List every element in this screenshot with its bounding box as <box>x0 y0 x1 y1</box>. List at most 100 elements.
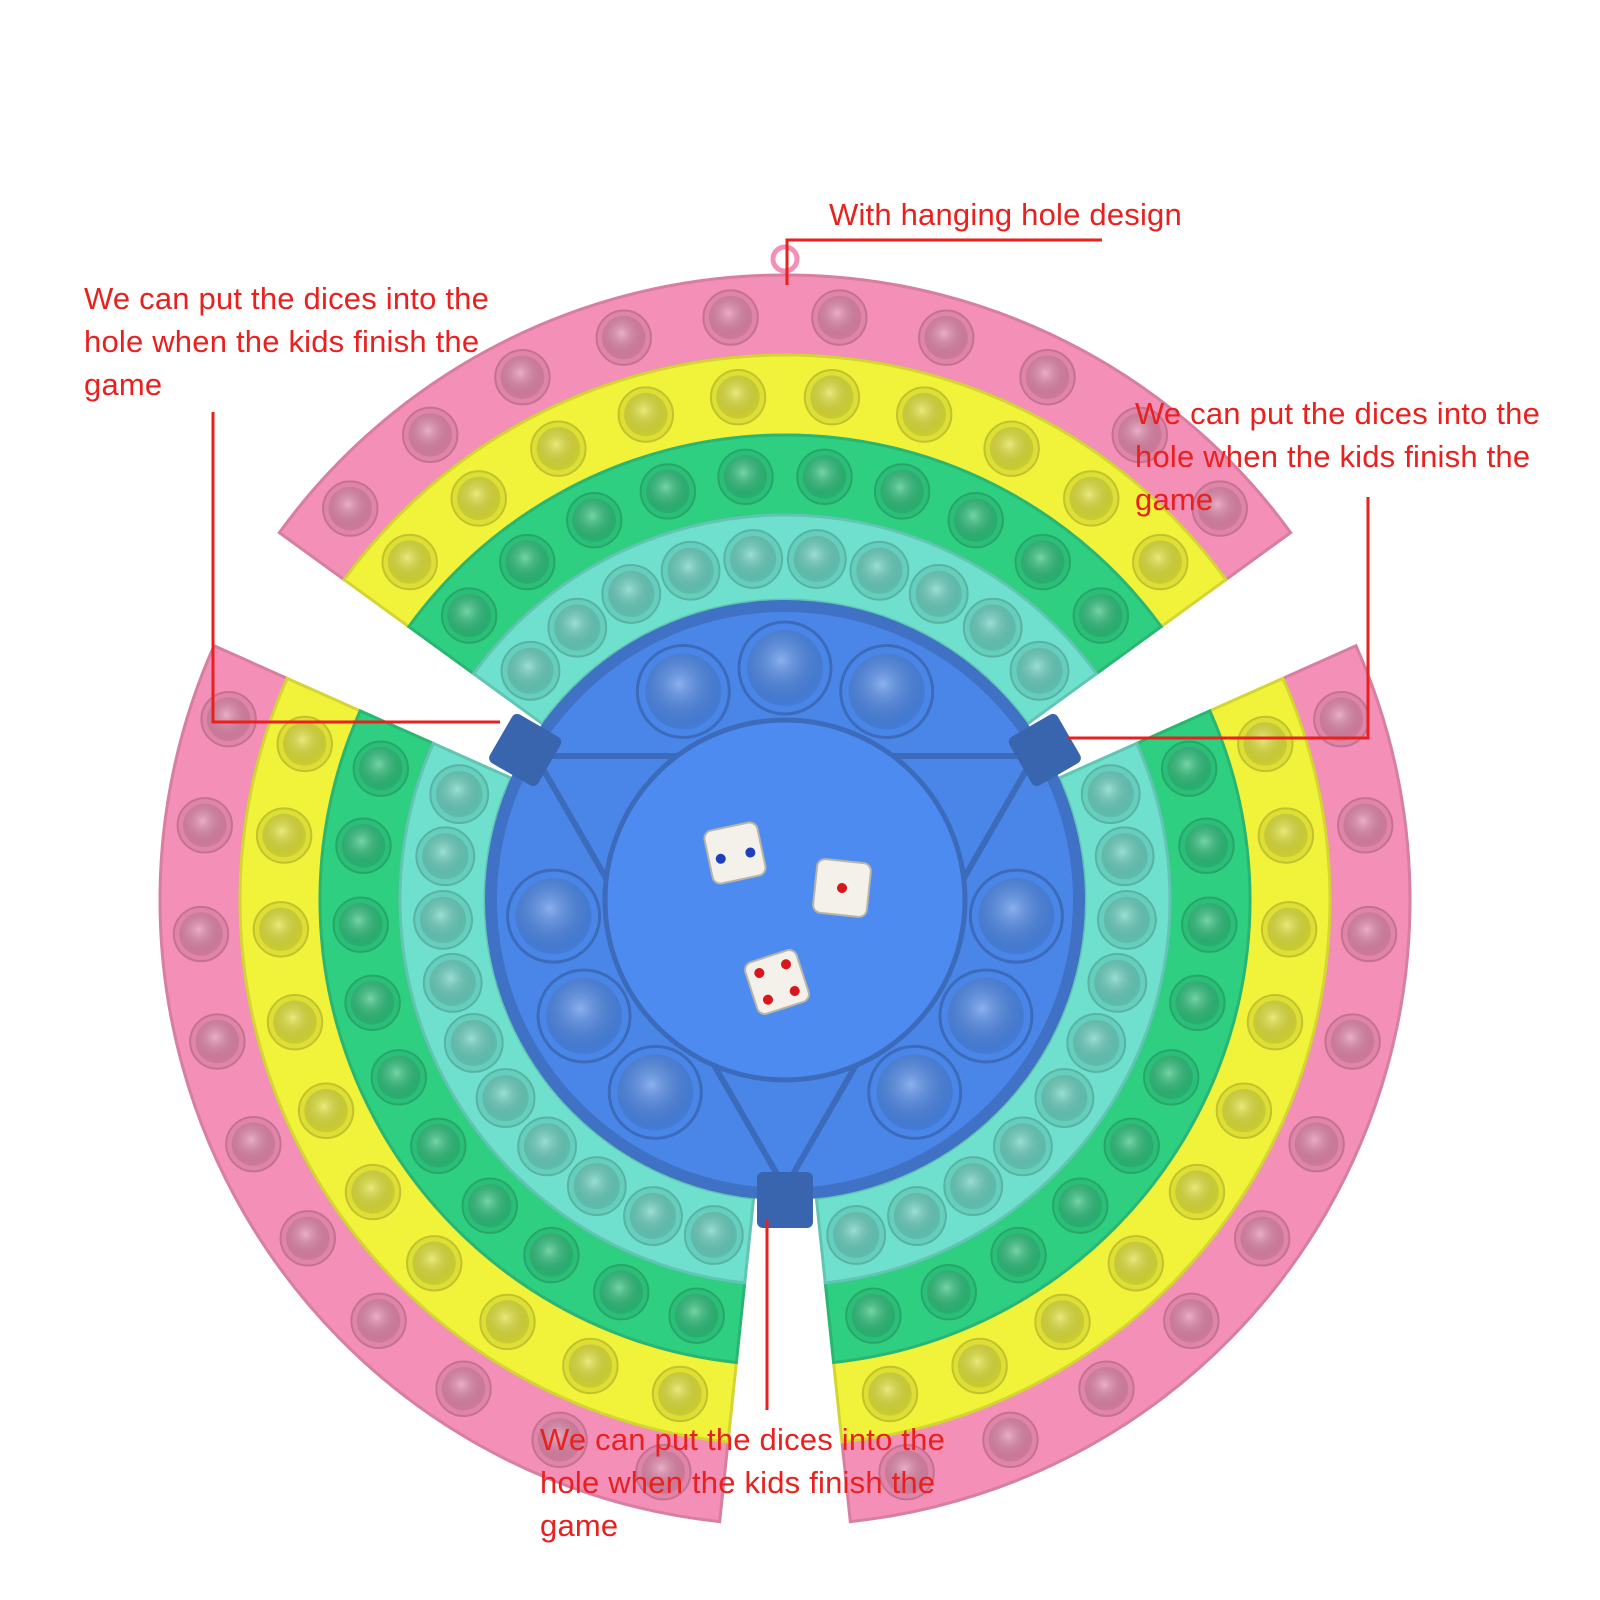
dice-hole-2 <box>489 713 562 787</box>
pop-bubble-shine <box>1175 981 1220 1025</box>
pop-bubble-shine <box>723 455 768 499</box>
pop-bubble-shine <box>422 833 469 880</box>
pop-bubble-shine <box>1109 1124 1154 1168</box>
pop-bubble-shine <box>1184 823 1229 868</box>
lobe-0 <box>277 273 1293 726</box>
callout-line-left <box>211 412 500 724</box>
pop-bubble-shine <box>1187 902 1232 947</box>
pop-bubble-shine <box>1319 697 1364 741</box>
pop-bubble-shine <box>1243 722 1288 766</box>
pop-bubble-shine <box>262 813 306 858</box>
pop-bubble-shine <box>927 1270 971 1314</box>
callout-right: We can put the dices into the hole when … <box>1135 392 1540 521</box>
big-pop-bubble-shine <box>978 878 1055 955</box>
pop-bubble-shine <box>1343 803 1387 848</box>
pop-bubble-shine <box>554 604 601 651</box>
pop-bubble-shine <box>351 1170 395 1214</box>
pop-bubble-shine <box>359 746 403 791</box>
pop-bubble-shine <box>629 1192 677 1240</box>
pop-bubble-shine <box>1016 647 1063 694</box>
pop-bubble-shine <box>1347 912 1391 956</box>
callout-right-line1: We can put the dices into the <box>1135 396 1541 431</box>
pop-bubble-shine <box>259 907 303 952</box>
big-pop-bubble-shine <box>645 653 722 730</box>
die-pip <box>762 994 773 1005</box>
pop-bubble-shine <box>851 1293 896 1338</box>
pop-bubble-shine <box>868 1372 912 1416</box>
pop-bubble-shine <box>969 604 1016 651</box>
pop-bubble-shine <box>1222 1088 1266 1133</box>
pop-bubble-shine <box>667 547 714 594</box>
pop-bubble-shine <box>1025 355 1070 399</box>
callout-left-line2: hole when the kids finish the <box>84 324 480 359</box>
pop-bubble-shine <box>1294 1122 1339 1166</box>
pop-bubble-shine <box>1069 476 1114 521</box>
hanging-hole <box>770 244 800 274</box>
pop-bubble-shine <box>817 295 862 340</box>
pop-bubble-shine <box>450 1019 497 1067</box>
pop-bubble-shine <box>1094 959 1141 1006</box>
pop-bubble-shine <box>341 823 386 868</box>
lobe-1 <box>814 643 1412 1524</box>
callout-right-line2: hole when the kids finish the <box>1135 439 1531 474</box>
pop-bubble-shine <box>429 959 476 1006</box>
pop-bubble-shine <box>690 1211 737 1259</box>
callout-lines <box>211 238 1370 1410</box>
pop-bubble-shine <box>447 593 491 638</box>
pop-bubble-shine <box>810 375 854 419</box>
pop-bubble-shine <box>328 486 373 531</box>
pop-bubble-shine <box>730 535 777 583</box>
pop-bubble-shine <box>893 1192 941 1240</box>
pop-bubble-shine <box>529 1233 574 1277</box>
pop-bubble-shine <box>377 1055 421 1100</box>
pop-bubble-shine <box>1040 1300 1085 1344</box>
pop-bubble-shine <box>485 1300 530 1344</box>
pop-bubble-shine <box>1041 1074 1088 1122</box>
pop-bubble-shine <box>231 1122 276 1166</box>
pop-bubble-shine <box>456 476 501 521</box>
die-pip <box>837 883 847 893</box>
big-pop-bubble-shine <box>546 978 623 1054</box>
big-pop-bubble-shine <box>848 653 925 730</box>
die-face <box>703 821 767 885</box>
pop-bubble-shine <box>436 771 483 818</box>
pop-bubble-shine <box>988 1418 1033 1462</box>
pop-bubble-shine <box>1084 1367 1129 1411</box>
pop-bubble-shine <box>282 722 327 766</box>
pop-bubble-shine <box>953 498 998 542</box>
callout-bottom-line2: hole when the kids finish the <box>540 1465 936 1500</box>
center-blue-dish <box>485 600 1085 1228</box>
die-face <box>744 949 810 1015</box>
pop-bubble-shine <box>1240 1216 1285 1261</box>
pop-bubble-shine <box>1197 486 1242 531</box>
pop-bubble-shine <box>1118 413 1162 457</box>
pop-bubble-shine <box>989 426 1034 471</box>
pop-bubble-shine <box>468 1183 512 1228</box>
pop-bubble-shine <box>507 647 554 694</box>
pop-bubble-shine <box>608 570 655 618</box>
dice-hole-0 <box>1008 713 1081 787</box>
pop-bubble-shine <box>802 455 847 499</box>
die-four <box>744 949 810 1015</box>
pop-bubble-shine <box>387 540 432 584</box>
callout-left-line1: We can put the dices into the <box>84 281 490 316</box>
die-pip <box>754 967 765 978</box>
dice-well <box>602 717 968 1083</box>
pop-bubble-shine <box>356 1299 401 1343</box>
die-pip <box>781 959 792 970</box>
pop-bubble-shine <box>658 1372 702 1416</box>
pop-bubble-shine <box>1103 896 1151 944</box>
big-pop-bubble-shine <box>747 630 823 706</box>
pop-bubble-shine <box>924 315 969 360</box>
callout-bottom-line1: We can put the dices into the <box>540 1422 946 1457</box>
pop-bubble-shine <box>957 1344 1002 1388</box>
lobe-2 <box>158 643 756 1524</box>
dice <box>703 821 872 1015</box>
callout-bottom: We can put the dices into the hole when … <box>540 1418 945 1547</box>
big-pop-bubble-shine <box>617 1054 694 1131</box>
pop-bubble-shine <box>902 392 946 437</box>
callout-right-line3: game <box>1135 482 1214 517</box>
callout-hanging-hole-text: With hanging hole design <box>829 197 1182 232</box>
pop-bubble-shine <box>646 469 690 514</box>
